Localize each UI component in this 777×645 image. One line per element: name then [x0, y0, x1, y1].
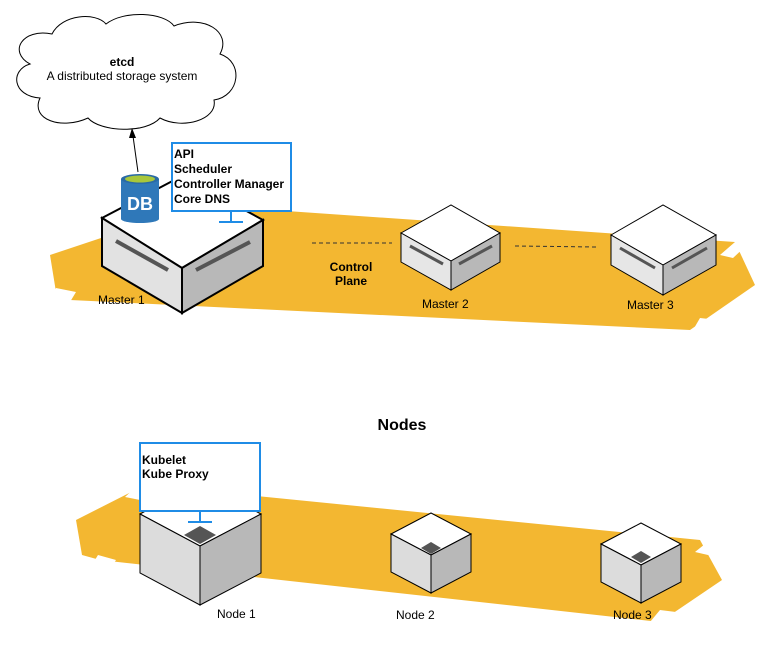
- db-to-etcd-arrow: [129, 128, 139, 173]
- node-components-monitor: Kubelet Kube Proxy: [139, 442, 261, 523]
- db-label: DB: [127, 194, 153, 214]
- node-3-server: [599, 522, 683, 604]
- master-components-monitor: API Scheduler Controller Manager Core DN…: [171, 142, 292, 223]
- node-1-label: Node 1: [217, 607, 256, 621]
- nodes-title: Nodes: [378, 417, 427, 434]
- master-3-server: [609, 204, 718, 296]
- master-3-label: Master 3: [627, 298, 674, 312]
- master-1-label: Master 1: [98, 293, 145, 307]
- master-2-server: [399, 204, 502, 291]
- master-component-scheduler: Scheduler: [174, 162, 232, 176]
- master-component-core-dns: Core DNS: [174, 192, 230, 206]
- master-component-controller-manager: Controller Manager: [174, 177, 284, 191]
- etcd-subtitle: A distributed storage system: [47, 69, 198, 83]
- etcd-title: etcd: [110, 55, 135, 69]
- database-icon: DB: [121, 174, 159, 223]
- master-2-label: Master 2: [422, 297, 469, 311]
- control-plane-label-line2: Plane: [335, 274, 367, 288]
- control-plane-label-line1: Control: [330, 260, 373, 274]
- node-component-kubelet: Kubelet: [142, 453, 186, 467]
- node-component-kube-proxy: Kube Proxy: [142, 467, 209, 481]
- master-component-api: API: [174, 147, 194, 161]
- node-2-label: Node 2: [396, 608, 435, 622]
- node-2-server: [389, 512, 473, 594]
- node-3-label: Node 3: [613, 608, 652, 622]
- etcd-cloud: etcd A distributed storage system: [16, 13, 237, 130]
